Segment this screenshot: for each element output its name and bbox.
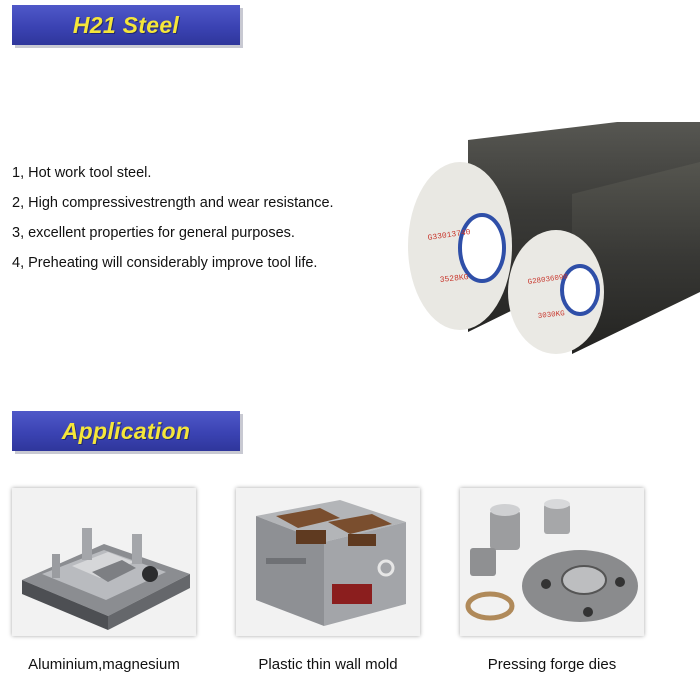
feature-item: 2, High compressivestrength and wear res…: [12, 195, 334, 211]
stamp-weight: 3030KG: [537, 310, 565, 321]
right-bar-face: G28036090 3030KG: [508, 230, 604, 354]
section-banner-h21-steel: H21 Steel: [12, 5, 240, 45]
left-bar-face: G33013740 3528KG: [408, 162, 512, 330]
forge-die-parts-image: [460, 488, 644, 636]
die-casting-mold-image: [12, 488, 196, 636]
feature-item: 1, Hot work tool steel.: [12, 165, 152, 181]
section-title: H21 Steel: [72, 12, 180, 38]
feature-list: 1, Hot work tool steel. 2, High compress…: [12, 158, 334, 278]
section-banner-application: Application: [12, 411, 240, 451]
right-bar-body: [572, 162, 700, 354]
feature-item: 3, excellent properties for general purp…: [12, 225, 295, 241]
steel-round-bars-image: G33013740 3528KG G28036090 3030KG: [408, 122, 700, 354]
feature-item: 4, Preheating will considerably improve …: [12, 255, 318, 271]
application-caption: Aluminium,magnesium: [28, 656, 180, 673]
plastic-mold-image: [236, 488, 420, 636]
application-caption: Pressing forge dies: [487, 656, 617, 673]
stamp-weight: 3528KG: [439, 273, 469, 285]
section-title: Application: [61, 418, 191, 444]
application-caption: Plastic thin wall mold: [258, 656, 398, 673]
